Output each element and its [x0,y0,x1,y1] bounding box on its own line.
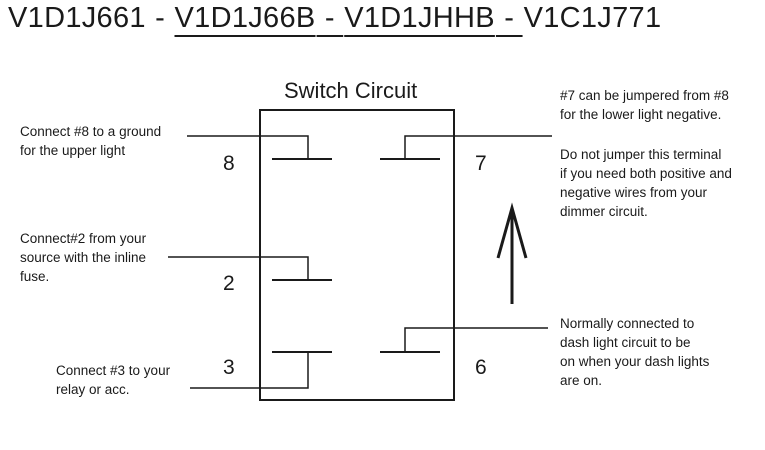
part-number: V1D1J661 [8,2,146,34]
switch-body [259,109,455,401]
note-pin-8: Connect #8 to a ground for the upper lig… [20,124,162,158]
part-number: V1D1JHHB [344,2,495,34]
note-pin-7-jumper: #7 can be jumpered from #8 for the lower… [560,88,729,122]
leader-line-8 [187,135,309,159]
page-title: V1D1J661 - V1D1J66B - V1D1JHHB - V1C1J77… [8,2,661,35]
note-pin-7-warning: Do not jumper this terminal if you need … [560,147,732,219]
part-number-underlined: V1D1J66B - V1D1JHHB - [175,2,524,34]
leader-line-2 [168,256,309,280]
leader-line-6 [404,327,548,352]
note-pin-6: Normally connected to dash light circuit… [560,316,710,388]
pin-label-6: 6 [475,356,487,379]
separator: - [495,2,523,34]
note-pin-2: Connect#2 from your source with the inli… [20,231,147,284]
up-arrow-icon [496,202,528,304]
leader-line-7 [404,135,552,159]
pin-label-8: 8 [223,152,235,175]
part-number: V1C1J771 [523,2,662,34]
separator: - [316,2,344,34]
pin-label-7: 7 [475,152,487,175]
leader-line-3 [190,352,309,389]
separator: - [146,2,174,34]
part-number: V1D1J66B [174,2,316,34]
diagram-title: Switch Circuit [284,78,418,103]
pin-label-2: 2 [223,272,235,295]
pin-label-3: 3 [223,356,235,379]
note-pin-3: Connect #3 to your relay or acc. [56,363,171,397]
